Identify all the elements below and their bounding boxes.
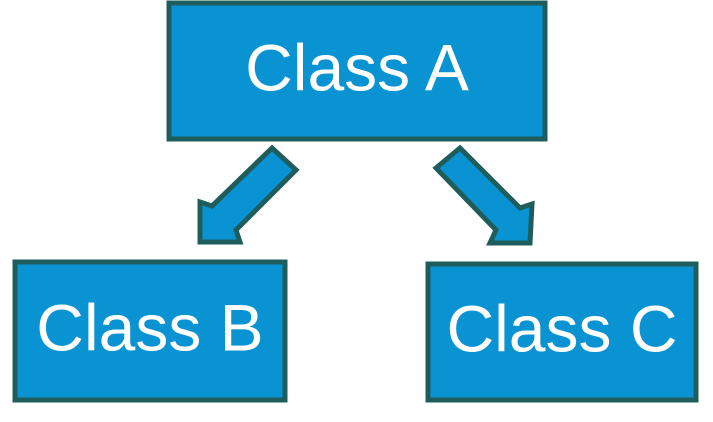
- node-class-b-label: Class B: [36, 290, 263, 364]
- node-class-a: Class A: [166, 0, 548, 142]
- node-class-b-box: [12, 259, 288, 403]
- node-class-a-label: Class A: [245, 30, 469, 104]
- node-class-c-label: Class C: [446, 291, 677, 365]
- node-class-c-box: [425, 261, 699, 403]
- node-class-a-box: [166, 0, 548, 142]
- node-class-b: Class B: [12, 259, 288, 403]
- node-class-c: Class C: [425, 261, 699, 403]
- arrow-a-to-c: [432, 144, 535, 246]
- arrow-a-to-b: [197, 144, 300, 245]
